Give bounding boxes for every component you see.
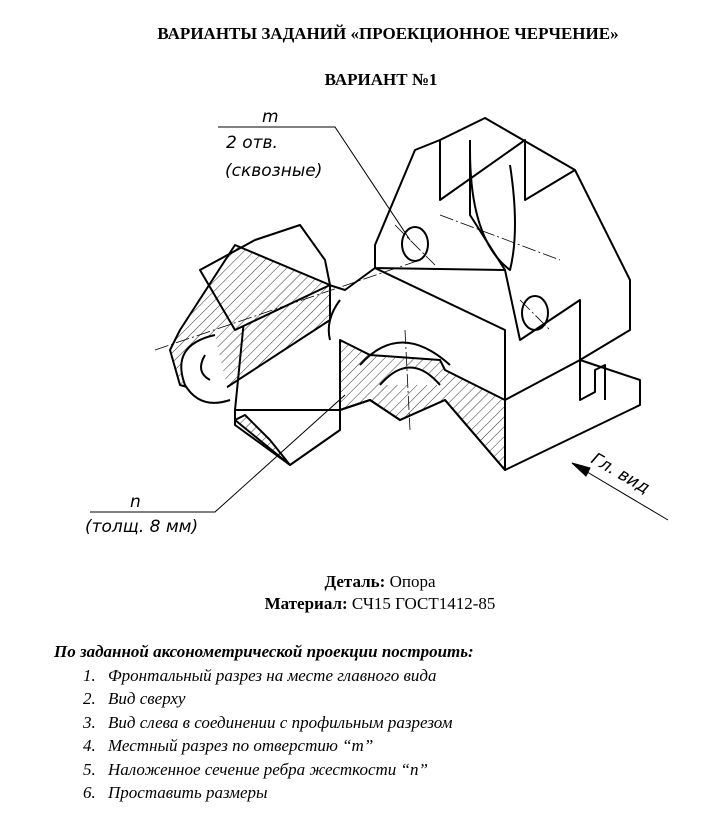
task-item: Местный разрез по отверстию “m” bbox=[100, 734, 474, 758]
page-title: ВАРИАНТЫ ЗАДАНИЙ «ПРОЕКЦИОННОЕ ЧЕРЧЕНИЕ» bbox=[157, 24, 619, 43]
detail-value: Опора bbox=[389, 572, 436, 591]
axonometric-drawing: m 2 отв. (сквозные) n (толщ. 8 мм) Гл. в… bbox=[85, 107, 669, 537]
main-view-label: Гл. вид bbox=[588, 449, 653, 498]
task-item: Фронтальный разрез на месте главного вид… bbox=[100, 664, 474, 688]
part-info: Деталь: Опора Материал: СЧ15 ГОСТ1412-85 bbox=[0, 571, 726, 615]
part-outline bbox=[169, 117, 641, 471]
task-item: Вид сверху bbox=[100, 687, 474, 711]
task-item: Вид слева в соединении с профильным разр… bbox=[100, 711, 474, 735]
material-label: Материал: bbox=[264, 594, 348, 613]
task-heading: По заданной аксонометрической проекции п… bbox=[54, 642, 474, 661]
label-m-letter: m bbox=[262, 107, 279, 127]
label-n-note: (толщ. 8 мм) bbox=[85, 517, 198, 537]
task-item: Наложенное сечение ребра жесткости “n” bbox=[100, 758, 474, 782]
label-n-letter: n bbox=[130, 492, 141, 512]
center-lines bbox=[154, 214, 561, 431]
detail-label: Деталь: bbox=[324, 572, 386, 591]
label-m-note: (сквозные) bbox=[225, 161, 322, 181]
material-value: СЧ15 ГОСТ1412-85 bbox=[351, 594, 496, 613]
label-m-count: 2 отв. bbox=[226, 133, 278, 153]
task-item: Проставить размеры bbox=[100, 781, 474, 805]
leader-lines bbox=[90, 126, 669, 521]
variant-heading: ВАРИАНТ №1 bbox=[324, 70, 438, 89]
task-list: По заданной аксонометрической проекции п… bbox=[54, 640, 474, 805]
